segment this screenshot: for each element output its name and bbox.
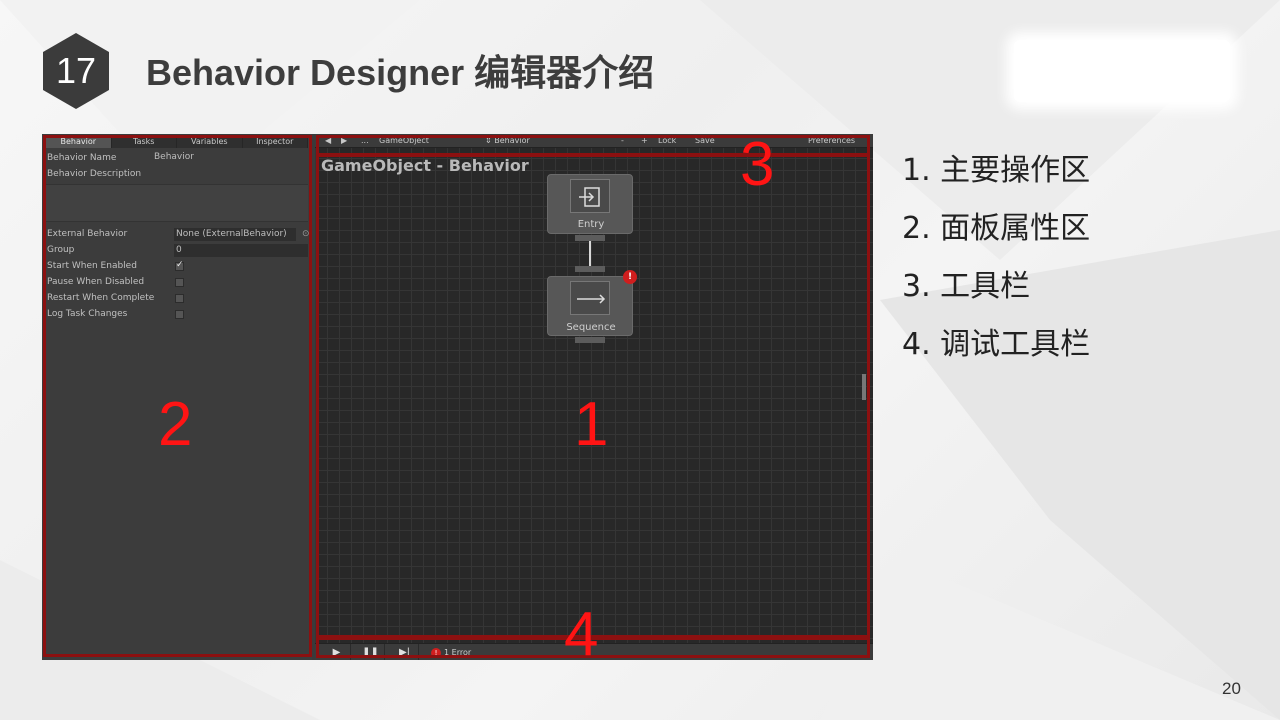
graph-panel[interactable]: ◀ ▶ ... GameObject ⇕ Behavior - + Lock S…: [315, 134, 873, 660]
restart-when-complete-checkbox[interactable]: [175, 294, 184, 303]
behavior-description-field[interactable]: [46, 184, 308, 222]
log-task-changes-label: Log Task Changes: [47, 309, 128, 319]
ellipsis-button[interactable]: ...: [361, 136, 369, 145]
error-count[interactable]: !1 Error: [431, 644, 471, 660]
legend-item-toolbar: 3. 工具栏: [902, 269, 1031, 304]
legend-item-debug-toolbar: 4. 调试工具栏: [902, 327, 1091, 362]
entry-node[interactable]: Entry: [547, 174, 633, 234]
behavior-designer-editor: Behavior Tasks Variables Inspector Behav…: [42, 134, 873, 660]
external-behavior-field[interactable]: None (ExternalBehavior): [174, 228, 296, 241]
section-number: 17: [55, 50, 97, 91]
region-4-outline: [316, 637, 870, 658]
panel-tabs: Behavior Tasks Variables Inspector: [46, 136, 308, 148]
page-number: 20: [1222, 679, 1241, 698]
restart-when-complete-label: Restart When Complete: [47, 293, 155, 303]
connection-line: [589, 241, 591, 266]
gameobject-select[interactable]: GameObject: [379, 136, 429, 145]
start-when-enabled-label: Start When Enabled: [47, 261, 137, 271]
region-4-number: 4: [564, 600, 599, 661]
sequence-arrow-icon: [570, 281, 610, 315]
legend-item-main-area: 1. 主要操作区: [902, 153, 1091, 188]
sequence-out-port[interactable]: [575, 337, 605, 343]
log-task-changes-checkbox[interactable]: [175, 310, 184, 319]
region-legend: 1. 主要操作区 2. 面板属性区 3. 工具栏 4. 调试工具栏: [902, 150, 1090, 382]
preferences-button[interactable]: Preferences: [808, 136, 856, 145]
region-1-outline: [316, 154, 870, 638]
behavior-name-field[interactable]: Behavior: [154, 152, 194, 162]
tab-behavior[interactable]: Behavior: [46, 136, 112, 148]
behavior-select[interactable]: ⇕ Behavior: [485, 136, 530, 145]
start-when-enabled-checkbox[interactable]: [175, 260, 184, 271]
graph-scrollbar[interactable]: [862, 374, 866, 400]
legend-item-properties-panel: 2. 面板属性区: [902, 211, 1091, 246]
error-count-text: 1 Error: [444, 648, 472, 657]
pause-when-disabled-label: Pause When Disabled: [47, 277, 145, 287]
remove-behavior-button[interactable]: -: [621, 136, 624, 145]
error-alert-icon[interactable]: !: [623, 270, 637, 284]
tab-tasks[interactable]: Tasks: [111, 136, 177, 148]
region-3-outline: [316, 135, 870, 156]
behavior-description-label: Behavior Description: [47, 169, 142, 179]
sequence-node-label: Sequence: [566, 322, 616, 333]
region-2-outline: [43, 135, 312, 657]
step-icon[interactable]: ▶|: [391, 644, 419, 660]
tab-variables[interactable]: Variables: [177, 136, 243, 148]
object-picker-icon[interactable]: ⊙: [302, 229, 310, 239]
add-behavior-button[interactable]: +: [641, 136, 648, 145]
graph-title: GameObject - Behavior: [321, 156, 529, 175]
entry-out-port[interactable]: [575, 235, 605, 241]
section-badge: [43, 33, 109, 109]
group-label: Group: [47, 245, 75, 255]
back-arrow-icon[interactable]: ◀: [325, 136, 332, 145]
slide-title: Behavior Designer 编辑器介绍: [146, 52, 655, 93]
external-behavior-label: External Behavior: [47, 229, 128, 239]
pause-when-disabled-checkbox[interactable]: [175, 278, 184, 287]
group-field[interactable]: 0: [174, 244, 308, 257]
sequence-in-port[interactable]: [575, 266, 605, 272]
region-1-number: 1: [574, 390, 609, 459]
logo-area: [1014, 40, 1230, 102]
properties-panel: Behavior Tasks Variables Inspector Behav…: [42, 134, 312, 660]
sequence-node[interactable]: Sequence: [547, 276, 633, 336]
entry-icon: [570, 179, 610, 213]
pause-icon[interactable]: ❚❚: [357, 644, 385, 660]
region-3-number: 3: [740, 134, 775, 199]
save-button[interactable]: Save: [695, 136, 715, 145]
lock-button[interactable]: Lock: [658, 136, 677, 145]
behavior-name-label: Behavior Name: [47, 153, 117, 163]
play-icon[interactable]: ▶: [323, 644, 351, 660]
forward-arrow-icon[interactable]: ▶: [341, 136, 348, 145]
error-icon: !: [431, 647, 441, 658]
region-2-number: 2: [158, 390, 193, 459]
entry-node-label: Entry: [577, 219, 605, 230]
tab-inspector[interactable]: Inspector: [242, 136, 308, 148]
